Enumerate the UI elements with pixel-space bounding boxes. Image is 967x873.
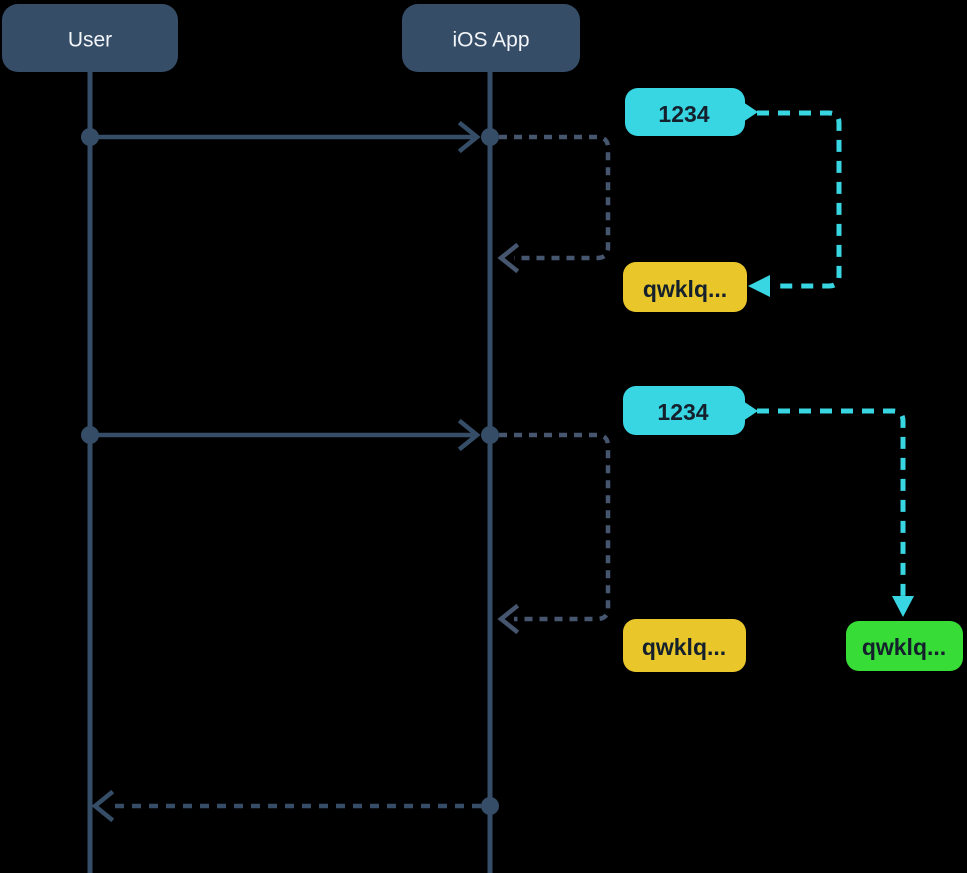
- actor-ios-app-box: [402, 4, 580, 72]
- note-derived-match-label: qwklq...: [862, 634, 946, 660]
- note-derived-2-box: [623, 619, 746, 672]
- message-2-user-to-ios: [81, 418, 499, 452]
- note-passcode-2: 1234: [623, 386, 758, 435]
- note-passcode-1-box: [625, 88, 745, 136]
- message-2-source-dot: [81, 426, 99, 444]
- connector-1-cyan: [748, 110, 842, 297]
- message-2-target-dot: [481, 426, 499, 444]
- note-passcode-1-label: 1234: [658, 101, 709, 127]
- note-derived-1-label: qwklq...: [643, 276, 727, 302]
- message-1-source-dot: [81, 128, 99, 146]
- return-source-dot: [481, 797, 499, 815]
- actor-user-label: User: [68, 29, 112, 52]
- note-passcode-2-tail: [743, 401, 758, 421]
- note-derived-1-box: [623, 262, 747, 312]
- connector-1-arrowhead-icon: [748, 275, 770, 297]
- self-loop-2-ios: [497, 432, 611, 635]
- connector-2-cyan: [757, 408, 914, 617]
- note-derived-2: qwklq...: [623, 619, 746, 672]
- note-passcode-2-label: 1234: [657, 399, 708, 425]
- connector-1-path: [757, 110, 842, 289]
- return-arrowhead-icon: [91, 789, 115, 823]
- connector-2-arrowhead-icon: [892, 596, 914, 617]
- self-loop-1-arrowhead-icon: [497, 242, 520, 274]
- message-1-target-dot: [481, 128, 499, 146]
- note-derived-match-box: [846, 621, 963, 671]
- self-loop-2-arrowhead-icon: [497, 603, 520, 635]
- note-passcode-1-tail: [743, 102, 758, 122]
- message-1-user-to-ios: [81, 120, 499, 154]
- actor-ios-app-label: iOS App: [452, 29, 529, 52]
- actor-ios-app: iOS App: [402, 4, 580, 72]
- self-loop-2-path: [499, 432, 611, 622]
- note-derived-match: qwklq...: [846, 621, 963, 671]
- connector-2-path: [757, 408, 906, 596]
- self-loop-1-ios: [497, 134, 611, 274]
- self-loop-1-path: [499, 134, 611, 261]
- message-2-arrowhead-icon: [457, 418, 481, 452]
- actor-user: User: [2, 4, 178, 72]
- note-passcode-2-box: [623, 386, 745, 435]
- actor-user-box: [2, 4, 178, 72]
- message-return-ios-to-user: [91, 789, 499, 823]
- note-derived-2-label: qwklq...: [642, 634, 726, 660]
- note-derived-1: qwklq...: [623, 262, 747, 312]
- note-passcode-1: 1234: [625, 88, 758, 136]
- message-1-arrowhead-icon: [457, 120, 481, 154]
